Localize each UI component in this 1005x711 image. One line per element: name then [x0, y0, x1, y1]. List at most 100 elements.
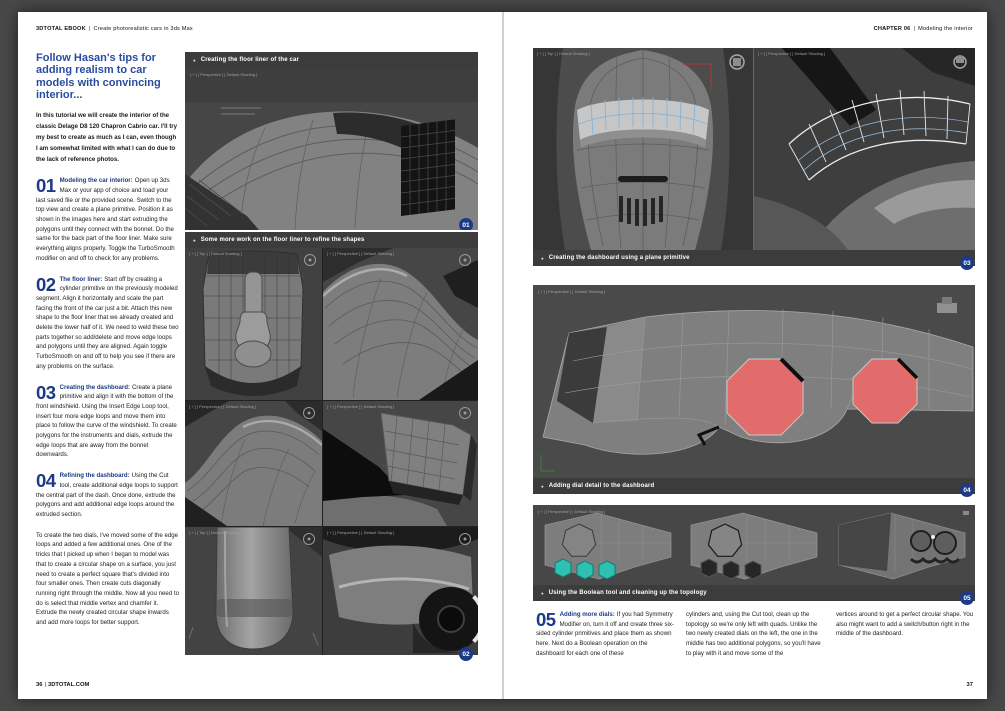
step-02-body: Start off by creating a cylinder primiti… [36, 275, 179, 370]
step-05-text-row: 05 Adding more dials:If you had Symmetry… [536, 610, 976, 659]
viewport-canvas: [ + ] [ Perspective ] [ Default Shading … [185, 401, 322, 526]
figure-01-badge: 01 [459, 218, 473, 230]
step-05-title: Adding more dials: [559, 611, 615, 618]
figure-02-caption-bar: ● Some more work on the floor liner to r… [185, 232, 478, 248]
left-page-header: 3DTOTAL EBOOK|Create photorealistic cars… [36, 26, 193, 32]
figure-05: [ + ] [ Perspective ] [ Default Shading … [533, 505, 975, 605]
figure-01-image: [ + ] [ Perspective ] [ Default Shading … [185, 68, 478, 230]
chapter-title: Modeling the interior [918, 26, 973, 32]
figure-03-caption-bar: ● Creating the dashboard using a plane p… [533, 250, 975, 270]
figure-04-image: [ + ] [ Perspective ] [ Default Shading … [533, 285, 975, 478]
step-05-column-2: cylinders and, using the Cut tool, clean… [686, 610, 826, 659]
step-01: 01 Modeling the car interior:Open up 3ds… [36, 176, 179, 263]
viewport-persp-floor-liner-a: [ + ] [ Perspective ] [ Default Shading … [323, 248, 478, 400]
site-label: 3DTOTAL.COM [47, 682, 90, 688]
step-05-body-2: cylinders and, using the Cut tool, clean… [686, 611, 821, 657]
figure-05-image: [ + ] [ Perspective ] [ Default Shading … [533, 505, 975, 585]
caption-bullet-icon: ● [193, 237, 196, 243]
figure-01-caption: Creating the floor liner of the car [200, 57, 299, 63]
viewport-floor-liner-overview: [ + ] [ Perspective ] [ Default Shading … [185, 68, 478, 230]
footer-separator: | [44, 682, 46, 688]
step-05-column-3: vertices around to get a perfect circula… [836, 610, 976, 659]
figure-04: [ + ] [ Perspective ] [ Default Shading … [533, 285, 975, 497]
figure-04-badge: 04 [960, 483, 974, 497]
viewport-label: [ + ] [ Perspective ] [ Default Shading … [327, 404, 394, 409]
caption-bullet-icon: ● [541, 483, 544, 489]
viewport-label: [ + ] [ Perspective ] [ Default Shading … [538, 289, 605, 294]
step-03: 03 Creating the dashboard:Create a plane… [36, 383, 179, 461]
step-01-number: 01 [36, 175, 56, 197]
left-page-number: 36 [36, 682, 43, 688]
viewport-bonnet-top: [ + ] [ Top ] [ Default Shading ] [533, 48, 753, 250]
viewport-canvas: [ + ] [ Perspective ] [ Default Shading … [754, 48, 975, 250]
figure-02-badge: 02 [459, 647, 473, 661]
viewport-label: [ + ] [ Perspective ] [ Default Shading … [327, 251, 394, 256]
right-page-footer: 37 [967, 682, 973, 688]
brand-label: 3DTOTAL EBOOK [36, 26, 86, 32]
viewport-dash-plane-persp: [ + ] [ Perspective ] [ Default Shading … [754, 48, 975, 250]
figure-04-caption: Adding dial detail to the dashboard [548, 483, 655, 489]
viewport-label: [ + ] [ Top ] [ Default Shading ] [189, 251, 242, 256]
viewport-persp-floor-liner-b: [ + ] [ Perspective ] [ Default Shading … [185, 401, 322, 526]
header-separator: | [88, 26, 91, 32]
figure-01: ● Creating the floor liner of the car [185, 52, 478, 230]
tutorial-text-column: Follow Hasan's tips for adding realism t… [36, 52, 179, 628]
caption-bullet-icon: ● [541, 590, 544, 596]
viewport-label: [ + ] [ Perspective ] [ Default Shading … [189, 404, 256, 409]
viewport-label: [ + ] [ Perspective ] [ Default Shading … [758, 51, 825, 56]
viewport-label: [ + ] [ Perspective ] [ Default Shading … [327, 530, 394, 535]
step-02-number: 02 [36, 273, 56, 295]
viewport-dashboard-dials: [ + ] [ Perspective ] [ Default Shading … [533, 285, 975, 478]
figure-03-badge: 03 [960, 256, 974, 270]
viewport-seat-back: [ + ] [ Perspective ] [ Default Shading … [323, 401, 478, 526]
book-title: Create photorealistic cars in 3ds Max [93, 26, 193, 32]
figure-02-viewport-grid: [ + ] [ Top ] [ Default Shading ] [185, 248, 478, 661]
figure-02: ● Some more work on the floor liner to r… [185, 232, 478, 661]
figure-03-caption: Creating the dashboard using a plane pri… [548, 255, 690, 261]
viewport-canvas: [ + ] [ Perspective ] [ Default Shading … [323, 401, 478, 526]
chapter-label: CHAPTER 06 [873, 26, 911, 32]
step-05-column-1: 05 Adding more dials:If you had Symmetry… [536, 610, 676, 659]
viewport-canvas: [ + ] [ Top ] [ Default Shading ] [185, 527, 322, 655]
viewport-canvas: [ + ] [ Perspective ] [ Default Shading … [323, 248, 478, 400]
step-03-title: Creating the dashboard: [59, 383, 131, 391]
viewport-label: [ + ] [ Perspective ] [ Default Shading … [538, 509, 605, 514]
viewport-canvas: [ + ] [ Top ] [ Default Shading ] [185, 248, 322, 400]
step-03-body: Create a plane primitive and align it wi… [36, 383, 177, 459]
figure-05-badge: 05 [960, 591, 974, 605]
step-04-number: 04 [36, 470, 56, 492]
viewport-smooth-top: [ + ] [ Top ] [ Default Shading ] [185, 527, 322, 655]
figure-02-caption: Some more work on the floor liner to ref… [200, 237, 365, 243]
step-02: 02 The floor liner:Start off by creating… [36, 275, 179, 372]
viewport-boolean-cleanup: [ + ] [ Perspective ] [ Default Shading … [533, 505, 975, 585]
left-page-footer: 36|3DTOTAL.COM [36, 682, 89, 688]
figure-05-caption: Using the Boolean tool and cleaning up t… [548, 590, 707, 596]
figure-01-caption-bar: ● Creating the floor liner of the car [185, 52, 478, 68]
viewport-top-floor-liner: [ + ] [ Top ] [ Default Shading ] [185, 248, 322, 400]
figure-03-image: [ + ] [ Top ] [ Default Shading ] [533, 48, 975, 250]
step-05-number: 05 [536, 609, 556, 630]
figure-03: [ + ] [ Top ] [ Default Shading ] [533, 48, 975, 270]
page-gutter-divider [502, 12, 504, 699]
step-04-title: Refining the dashboard: [59, 472, 130, 480]
step-04: 04 Refining the dashboard:Using the Cut … [36, 471, 179, 520]
ebook-spread: 3DTOTAL EBOOK|Create photorealistic cars… [18, 12, 987, 699]
viewport-label: [ + ] [ Top ] [ Default Shading ] [189, 530, 242, 535]
caption-bullet-icon: ● [541, 255, 544, 261]
step-02-title: The floor liner: [59, 275, 103, 283]
viewport-canvas: [ + ] [ Perspective ] [ Default Shading … [323, 527, 478, 655]
viewport-rear-wheel: [ + ] [ Perspective ] [ Default Shading … [323, 527, 478, 655]
step-05-body-1: If you had Symmetry Modifier on, turn it… [536, 611, 674, 657]
intro-paragraph: In this tutorial we will create the inte… [36, 112, 177, 164]
step-05-body-3: vertices around to get a perfect circula… [836, 611, 974, 638]
step-01-body: Open up 3ds Max or your app of choice an… [36, 177, 175, 262]
header-separator: | [913, 26, 916, 32]
step-03-number: 03 [36, 381, 56, 403]
right-page-header: CHAPTER 06|Modeling the interior [874, 26, 973, 32]
viewport-label: [ + ] [ Perspective ] [ Default Shading … [190, 72, 257, 77]
step-04-body: Using the Cut tool, create additional ed… [36, 472, 178, 518]
figure-04-caption-bar: ● Adding dial detail to the dashboard 04 [533, 478, 975, 497]
viewport-canvas: [ + ] [ Top ] [ Default Shading ] [533, 48, 753, 250]
step-01-title: Modeling the car interior: [59, 177, 133, 185]
